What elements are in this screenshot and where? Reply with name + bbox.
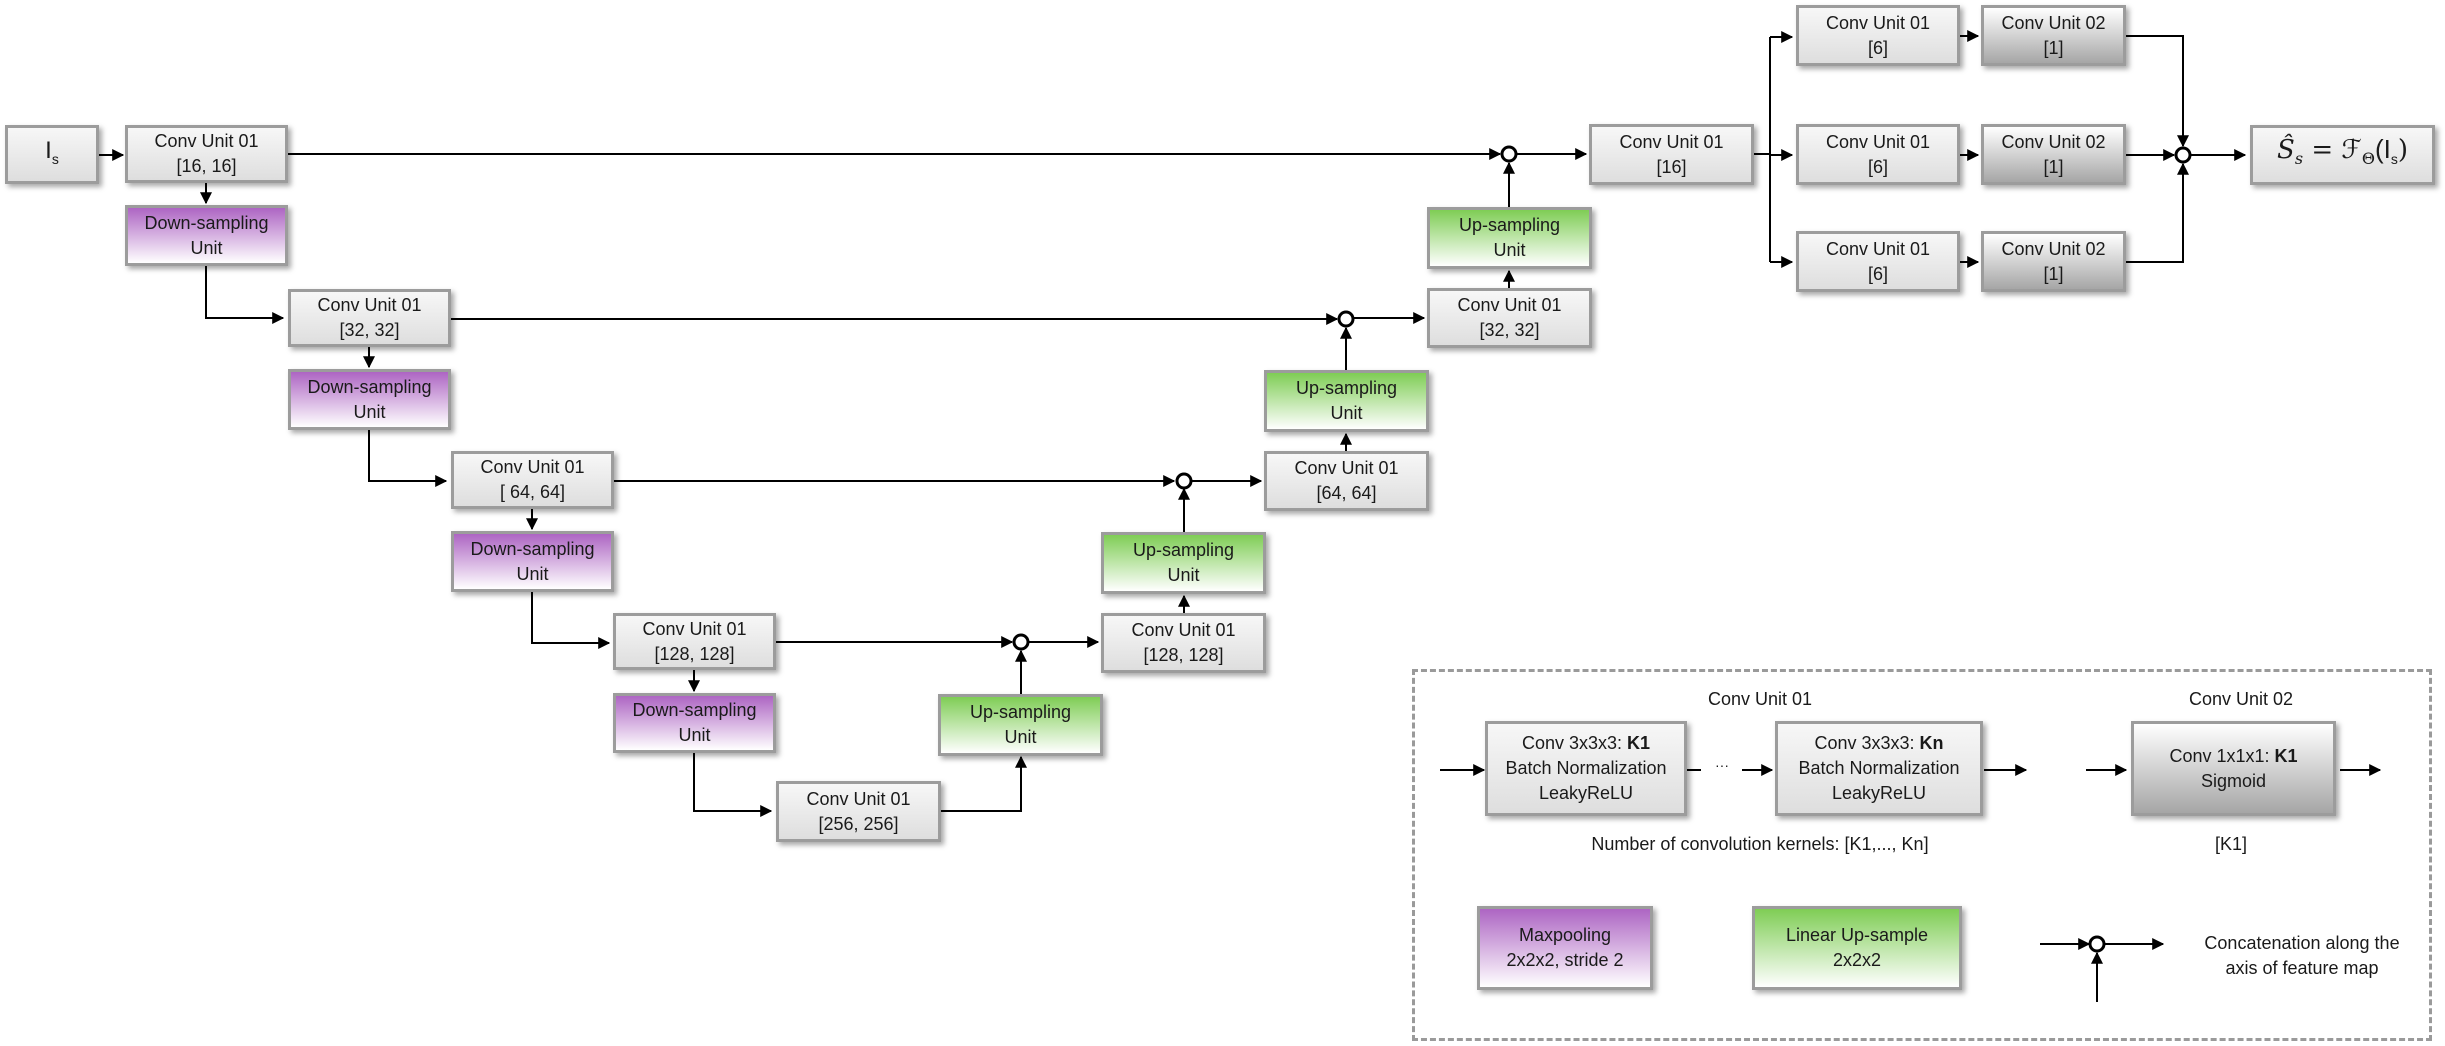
legend-conv-block-kn: Conv 3x3x3: Kn Batch Normalization Leaky… [1775,721,1983,816]
legend-conv-block-k1: Conv 3x3x3: K1 Batch Normalization Leaky… [1485,721,1687,816]
encoder-conv-unit-1: Conv Unit 01[16, 16] [125,125,288,183]
head-conv-unit-02-1: Conv Unit 02[1] [1981,5,2126,66]
concat-node-2 [1337,310,1355,328]
legend-conv-unit-01-note: Number of convolution kernels: [K1,..., … [1591,834,1929,854]
encoder-conv-unit-3: Conv Unit 01[ 64, 64] [451,451,614,509]
head-conv-unit-02-3: Conv Unit 02[1] [1981,231,2126,292]
legend-conv-1x1x1-block: Conv 1x1x1: K1 Sigmoid [2131,721,2336,816]
legend-panel [1412,669,2432,1041]
output-segmentation-box: Ŝs = ℱΘ(Is) [2250,125,2435,185]
encoder-conv-unit-4: Conv Unit 01[128, 128] [613,613,776,670]
legend-concat-description: Concatenation along the axis of feature … [2204,933,2400,978]
concat-node-3 [1175,472,1193,490]
head-conv-unit-02-2: Conv Unit 02[1] [1981,124,2126,185]
bottleneck-conv-unit: Conv Unit 01[256, 256] [776,781,941,842]
encoder-conv-unit-2: Conv Unit 01[32, 32] [288,289,451,347]
head-conv-unit-01-3: Conv Unit 01[6] [1796,231,1960,292]
head-conv-unit-01-1: Conv Unit 01[6] [1796,5,1960,66]
decoder-conv-unit-1: Conv Unit 01[16] [1589,124,1754,185]
combine-node [2174,146,2192,164]
decoder-conv-unit-4: Conv Unit 01[128, 128] [1101,613,1266,673]
decoder-conv-unit-3: Conv Unit 01[64, 64] [1264,451,1429,511]
legend-conv-unit-02-note: [K1] [2214,834,2248,854]
legend-concat-node [2088,935,2106,953]
concat-node-1 [1500,145,1518,163]
head-conv-unit-01-2: Conv Unit 01[6] [1796,124,1960,185]
legend-conv-unit-02-title: Conv Unit 02 [2188,689,2294,709]
decoder-conv-unit-2: Conv Unit 01[32, 32] [1427,288,1592,348]
concat-node-4 [1012,633,1030,651]
legend-conv-unit-01-title: Conv Unit 01 [1707,689,1813,709]
input-image-box: Is [5,125,99,184]
legend-ellipsis: ··· [1715,757,1729,773]
